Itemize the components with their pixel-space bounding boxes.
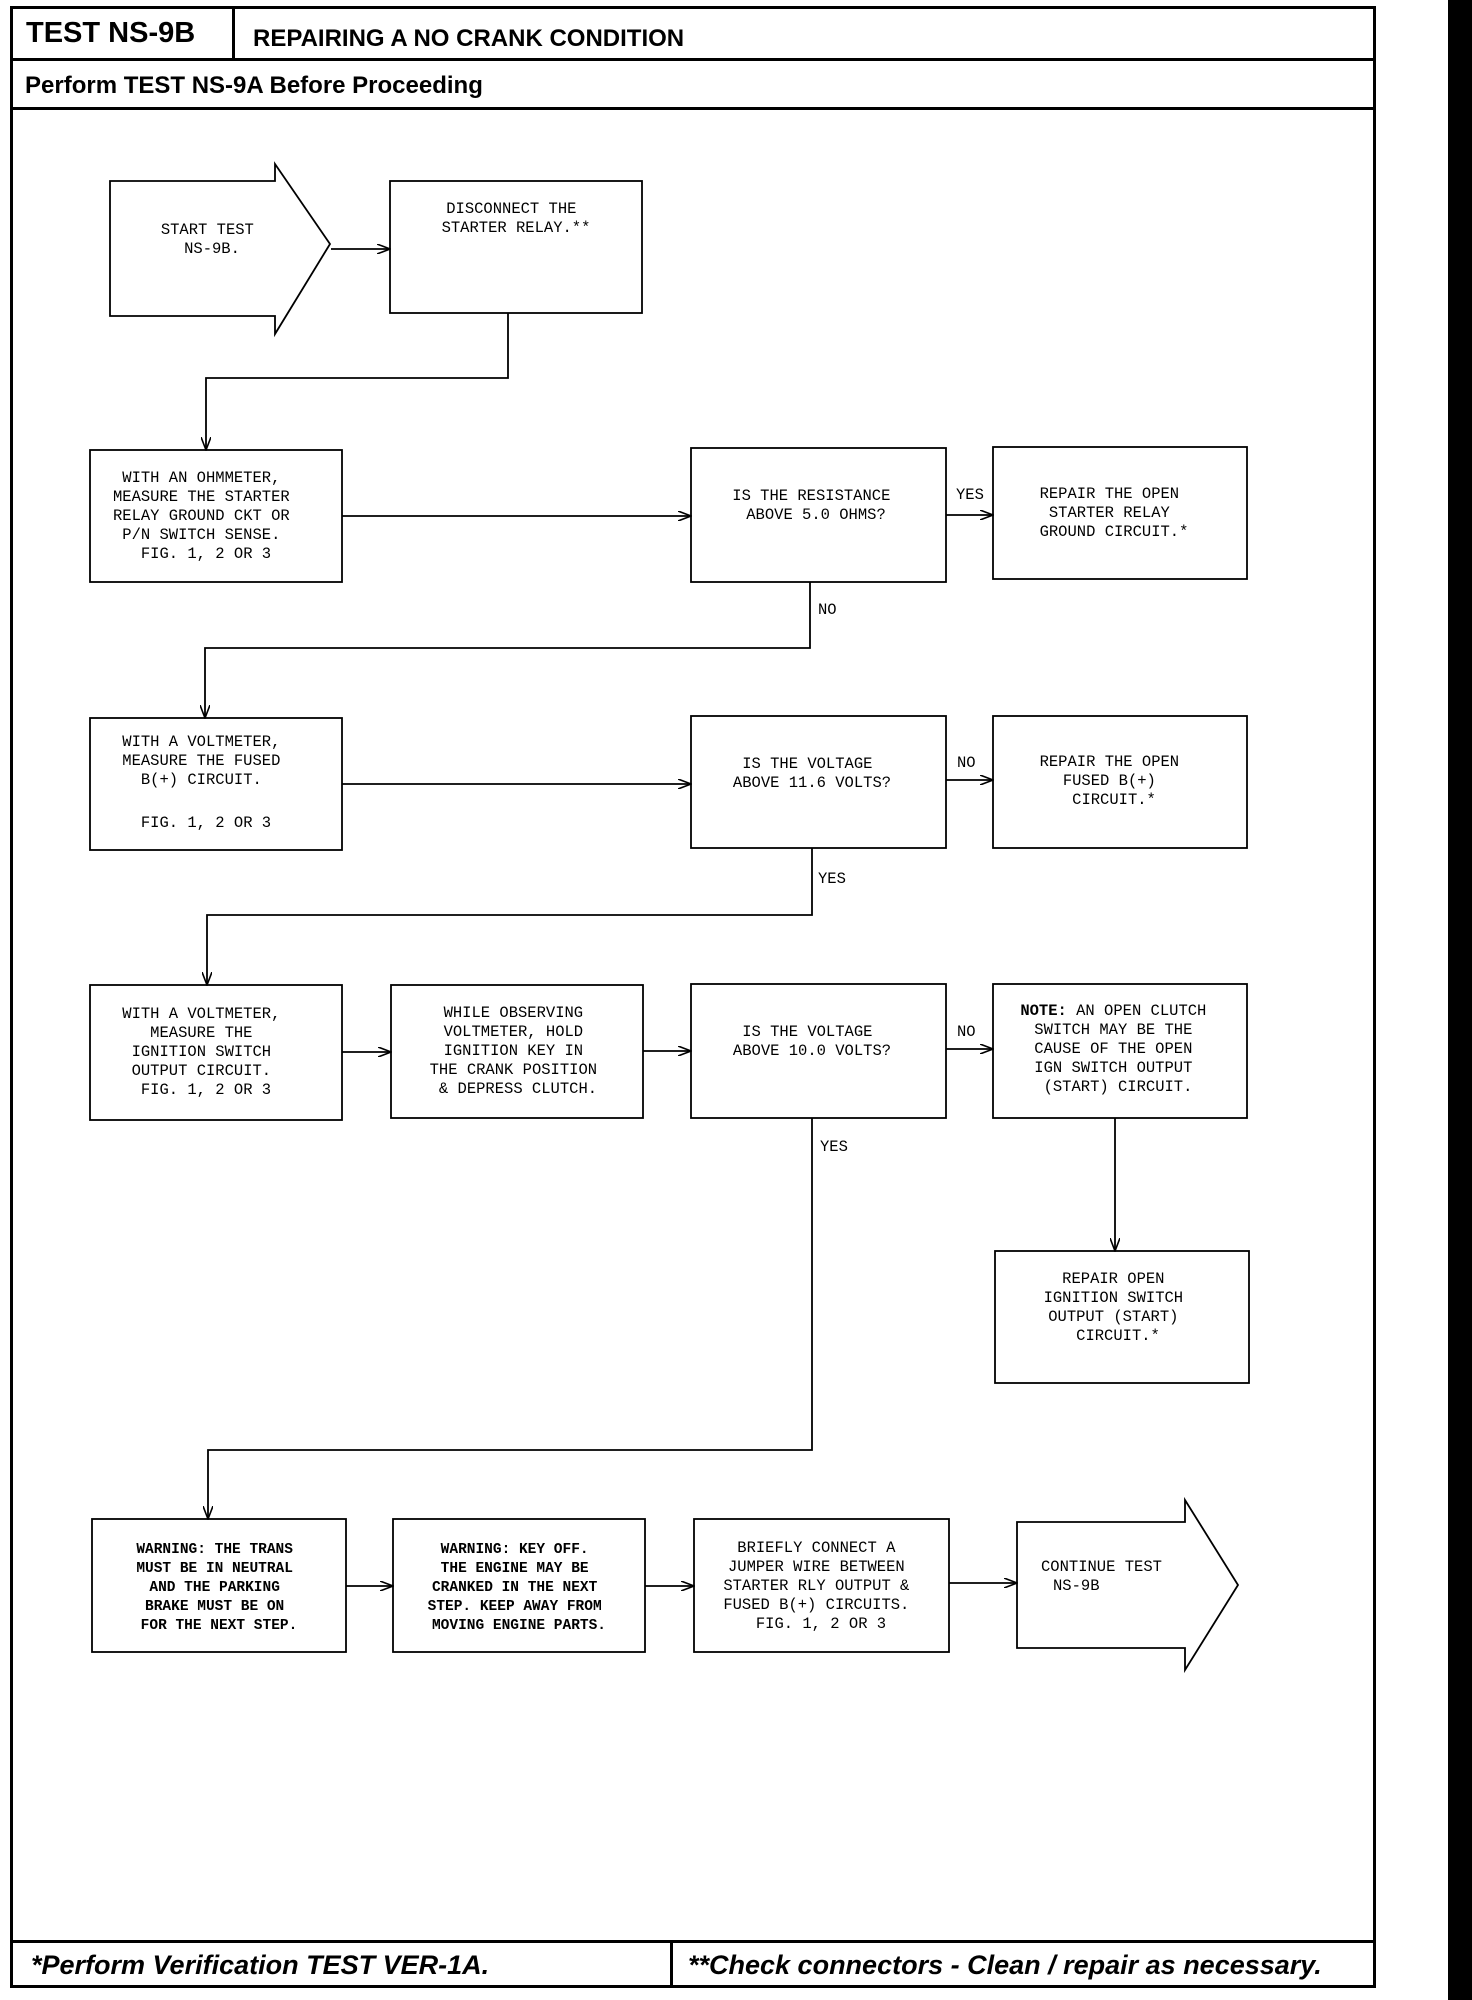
voltmeter-ign-text: WITH A VOLTMETER, MEASURE THE IGNITION S… xyxy=(122,1005,289,1099)
arrow-v116-yes xyxy=(207,848,813,985)
test-id: TEST NS-9B xyxy=(26,17,196,49)
arrow-v100-yes xyxy=(208,1118,813,1519)
start-arrow-shape xyxy=(109,161,332,338)
footer-left-note: *Perform Verification TEST VER-1A. xyxy=(31,1950,490,1980)
label-v100-no: NO xyxy=(957,1023,976,1041)
label-v100-yes: YES xyxy=(820,1138,848,1156)
voltmeter-ign-box xyxy=(89,984,343,1121)
page-frame xyxy=(10,6,1376,1988)
page-subtitle: Perform TEST NS-9A Before Proceeding xyxy=(25,72,483,99)
scan-edge-bar xyxy=(1448,0,1472,2000)
page-title: REPAIRING A NO CRANK CONDITION xyxy=(253,25,685,52)
note-box xyxy=(992,983,1248,1119)
voltage-100-question-box xyxy=(690,983,947,1119)
observe-box xyxy=(390,984,644,1119)
warning-trans-box xyxy=(91,1518,347,1653)
note-label: NOTE: xyxy=(1020,1002,1067,1020)
label-resistance-no: NO xyxy=(818,601,837,619)
repair-fused-box xyxy=(992,715,1248,849)
ohmmeter-text: WITH AN OHMMETER, MEASURE THE STARTER RE… xyxy=(113,469,299,563)
arrow-disconnect-to-ohmmeter xyxy=(206,313,509,450)
note-text: NOTE: AN OPEN CLUTCH SWITCH MAY BE THE C… xyxy=(1020,1002,1215,1096)
voltage-100-question-text: IS THE VOLTAGE ABOVE 10.0 VOLTS? xyxy=(733,1023,891,1060)
header-row-lines xyxy=(10,6,1376,112)
repair-fused-text: REPAIR THE OPEN FUSED B(+) CIRCUIT.* xyxy=(1040,753,1189,809)
footer-right-note: **Check connectors - Clean / repair as n… xyxy=(688,1950,1322,1980)
jumper-text: BRIEFLY CONNECT A JUMPER WIRE BETWEEN ST… xyxy=(723,1539,918,1633)
disconnect-box xyxy=(389,180,643,314)
jumper-box xyxy=(693,1518,950,1653)
start-text: START TEST NS-9B. xyxy=(161,221,263,258)
observe-text: WHILE OBSERVING VOLTMETER, HOLD IGNITION… xyxy=(430,1004,607,1098)
continue-text: CONTINUE TEST NS-9B xyxy=(1041,1558,1171,1595)
ohmmeter-box xyxy=(89,449,343,583)
voltage-116-question-text: IS THE VOLTAGE ABOVE 11.6 VOLTS? xyxy=(733,755,891,792)
disconnect-text: DISCONNECT THE STARTER RELAY.** xyxy=(442,200,591,237)
voltmeter-fused-text: WITH A VOLTMETER, MEASURE THE FUSED B(+)… xyxy=(122,733,289,832)
label-resistance-yes: YES xyxy=(956,486,984,504)
resistance-question-text: IS THE RESISTANCE ABOVE 5.0 OHMS? xyxy=(732,487,899,524)
repair-ign-box xyxy=(994,1250,1250,1384)
label-v116-yes: YES xyxy=(818,870,846,888)
repair-ground-box xyxy=(992,446,1248,580)
label-v116-no: NO xyxy=(957,754,976,772)
footer-lines xyxy=(10,1940,1376,1988)
warning-trans-text: WARNING: THE TRANS MUST BE IN NEUTRAL AN… xyxy=(136,1542,301,1634)
voltage-116-question-box xyxy=(690,715,947,849)
continue-arrow-shape xyxy=(1016,1496,1240,1674)
repair-ign-text: REPAIR OPEN IGNITION SWITCH OUTPUT (STAR… xyxy=(1044,1270,1193,1345)
arrow-resistance-no xyxy=(205,582,811,718)
repair-ground-text: REPAIR THE OPEN STARTER RELAY GROUND CIR… xyxy=(1040,485,1189,541)
warning-key-text: WARNING: KEY OFF. THE ENGINE MAY BE CRAN… xyxy=(428,1542,611,1634)
